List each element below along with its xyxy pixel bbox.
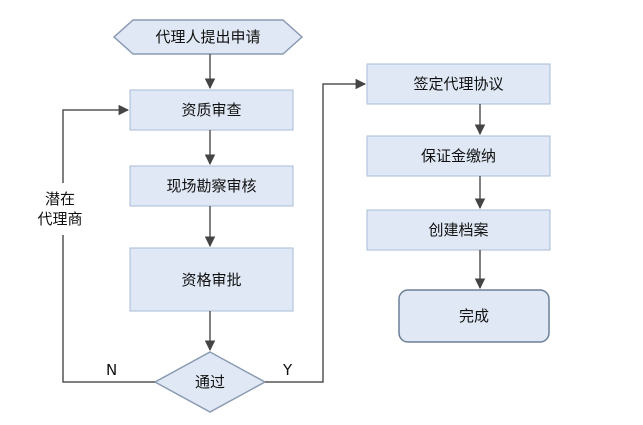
site-inspection-box	[129, 165, 294, 207]
decision-label: 通过	[194, 373, 225, 391]
qualification-review-box	[129, 89, 294, 131]
arrow-yes-path	[265, 78, 367, 383]
yes-label: Y	[283, 361, 293, 379]
arrow-no-loop	[62, 104, 155, 383]
qualification-approval-label: 资格审批	[181, 270, 242, 289]
decision-diamond	[153, 351, 267, 413]
qualification-approval-box	[129, 247, 294, 312]
start-label: 代理人提出申请	[155, 28, 261, 46]
start-shape	[112, 19, 304, 55]
sign-agreement-box	[366, 63, 551, 105]
no-label: N	[106, 361, 118, 379]
complete-label: 完成	[458, 307, 489, 325]
sign-agreement-label: 签定代理协议	[413, 75, 504, 93]
potential-agent-label: 潜在 代理商	[18, 183, 102, 235]
deposit-payment-label: 保证金缴纳	[420, 147, 496, 165]
site-inspection-label: 现场勘察审核	[166, 177, 257, 195]
qualification-review-label: 资质审查	[181, 101, 242, 119]
create-file-box	[366, 209, 551, 251]
potential-agent-line2: 代理商	[37, 210, 83, 228]
deposit-payment-box	[366, 135, 551, 177]
potential-agent-line1: 潜在	[44, 190, 75, 208]
create-file-label: 创建档案	[428, 221, 489, 239]
complete-box	[398, 289, 550, 343]
